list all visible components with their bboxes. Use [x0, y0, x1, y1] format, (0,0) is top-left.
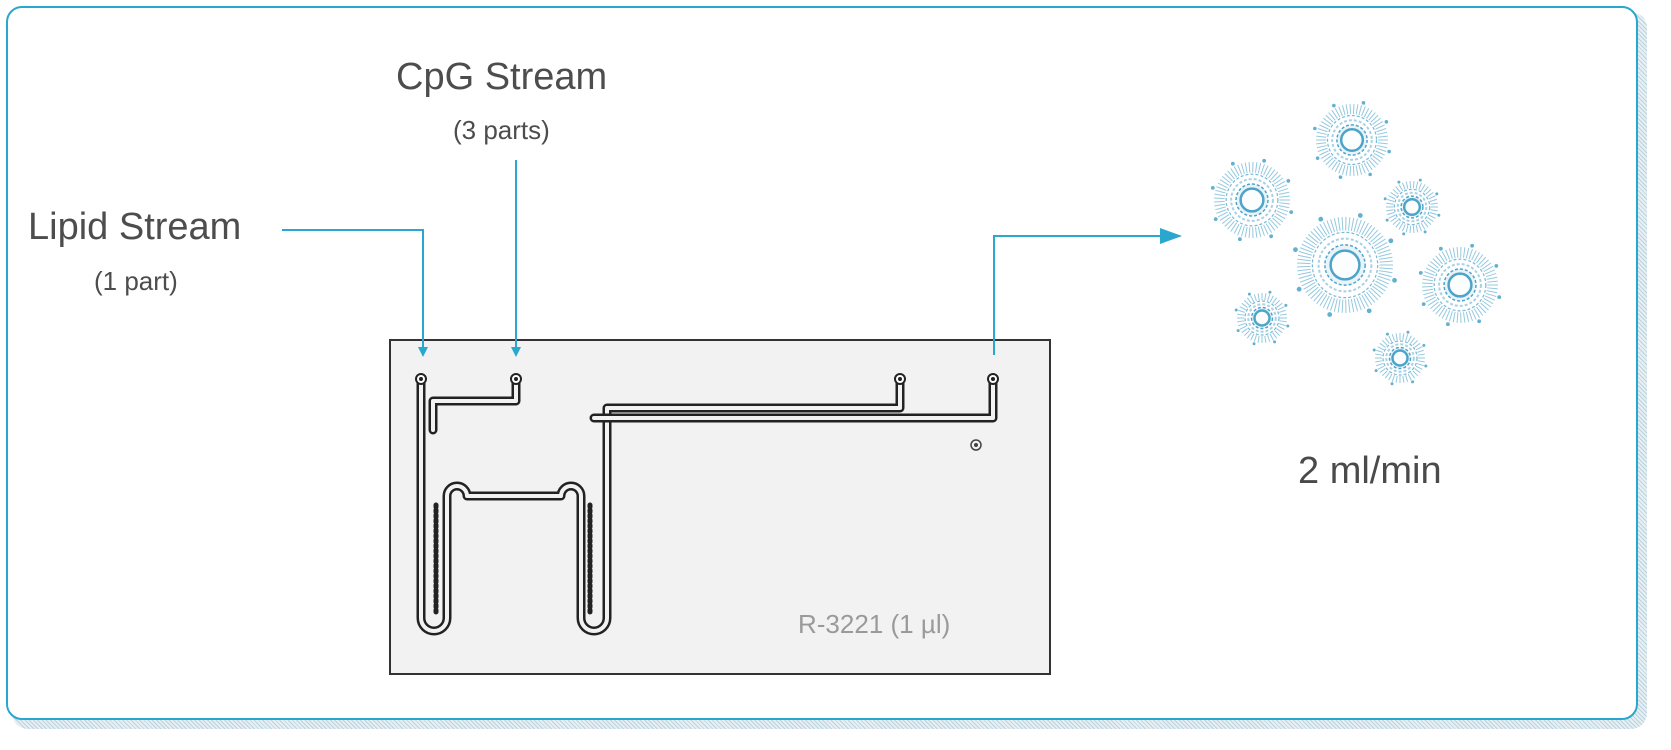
lipid-stream-arrow [282, 229, 428, 357]
particle-icon [1418, 243, 1502, 327]
lipid-stream-ratio: (1 part) [94, 266, 178, 296]
particle-icon [1293, 213, 1397, 317]
reactor-chip [389, 339, 1051, 675]
lipid-stream-title: Lipid Stream [28, 206, 242, 248]
cpg-stream-title: CpG Stream [396, 56, 608, 98]
flow-rate-label: 2 ml/min [1298, 450, 1442, 492]
particle-icon [1210, 158, 1294, 242]
particle-icon [1372, 330, 1428, 386]
inlet-port-icon [894, 373, 906, 385]
particle-icon [1313, 101, 1391, 179]
microchannel-network [416, 374, 998, 636]
particle-icon [1383, 178, 1441, 236]
inlet-port-icon [510, 373, 522, 385]
nanoparticle-cluster [1210, 101, 1502, 386]
alignment-hole-icon [970, 439, 982, 451]
inlet-port-icon [415, 373, 427, 385]
particle-icon [1234, 290, 1290, 346]
cpg-stream-ratio: (3 parts) [453, 115, 550, 145]
chip-label: R-3221 (1 µl) [798, 609, 951, 639]
output-stream-arrow [993, 228, 1182, 355]
outlet-port-icon [987, 373, 999, 385]
